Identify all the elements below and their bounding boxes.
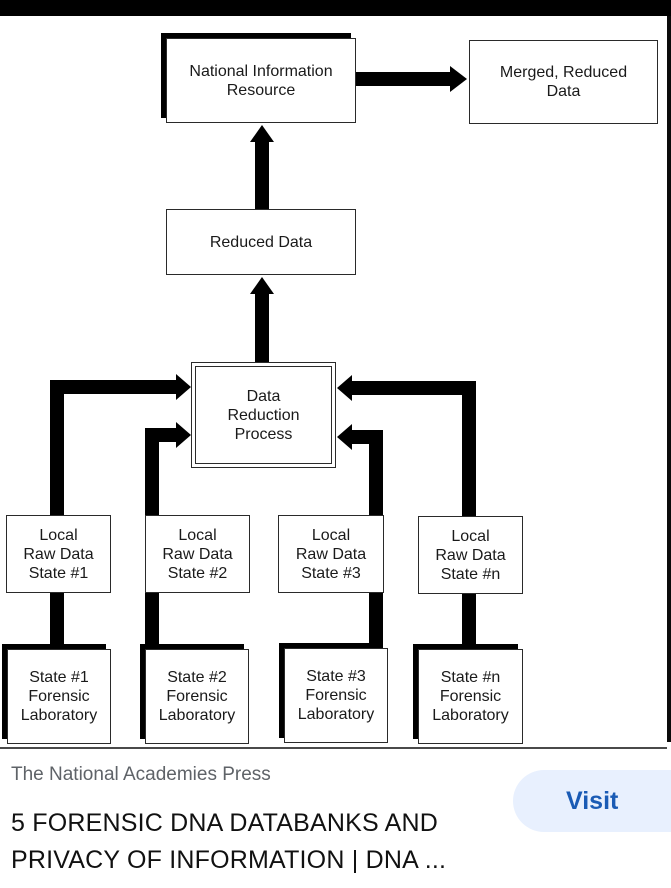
diagram-connectors bbox=[50, 66, 476, 646]
edge-lab3-to-local3 bbox=[369, 592, 383, 646]
image-bottom-border bbox=[0, 747, 667, 749]
node-label: Local Raw Data State #3 bbox=[295, 526, 367, 582]
edge-lab1-to-local1 bbox=[50, 592, 64, 646]
edge-national-to-merged bbox=[355, 66, 467, 92]
arrow-head bbox=[176, 374, 191, 400]
edge-lab2-to-local2 bbox=[145, 592, 159, 646]
arrow-head bbox=[250, 125, 274, 142]
arrow-head bbox=[176, 422, 191, 448]
edge-local2-to-process bbox=[145, 422, 191, 516]
node-forensic-lab-2: State #2 Forensic Laboratory bbox=[145, 649, 249, 744]
node-label: Local Raw Data State #2 bbox=[162, 526, 233, 582]
node-inner-border: Data Reduction Process bbox=[195, 366, 332, 464]
node-local-raw-data-2: Local Raw Data State #2 bbox=[145, 515, 250, 593]
node-forensic-lab-n: State #n Forensic Laboratory bbox=[418, 649, 523, 744]
node-label: Reduced Data bbox=[209, 233, 313, 251]
arrow-head bbox=[450, 66, 467, 92]
arrow-shaft bbox=[355, 72, 451, 86]
top-bar bbox=[0, 0, 671, 16]
node-national-information-resource: National Information Resource bbox=[166, 38, 356, 123]
edge-local3-to-process bbox=[337, 424, 383, 516]
node-label: Local Raw Data State #n bbox=[435, 527, 506, 583]
node-local-raw-data-3: Local Raw Data State #3 bbox=[278, 515, 384, 593]
node-label: National Information Resource bbox=[189, 62, 333, 99]
edge-process-to-reduced bbox=[250, 277, 274, 364]
node-local-raw-data-n: Local Raw Data State #n bbox=[418, 516, 523, 594]
node-forensic-lab-1: State #1 Forensic Laboratory bbox=[7, 649, 111, 744]
arrow-shaft bbox=[350, 381, 476, 395]
edge-local1-to-process bbox=[50, 374, 191, 516]
visit-button[interactable]: Visit bbox=[513, 770, 671, 832]
arrow-head bbox=[250, 277, 274, 294]
arrow-shaft bbox=[462, 381, 476, 517]
node-reduced-data: Reduced Data bbox=[166, 209, 356, 275]
result-title[interactable]: 5 FORENSIC DNA DATABANKS AND PRIVACY OF … bbox=[11, 809, 447, 874]
edge-labn-to-localn bbox=[462, 593, 476, 646]
arrow-shaft bbox=[350, 430, 383, 444]
arrow-shaft bbox=[50, 380, 64, 516]
node-label: State #n Forensic Laboratory bbox=[432, 669, 509, 724]
node-data-reduction-process: Data Reduction Process bbox=[191, 362, 336, 468]
node-merged-reduced-data: Merged, Reduced Data bbox=[469, 40, 658, 124]
image-edge bbox=[667, 16, 671, 742]
arrow-shaft bbox=[255, 292, 269, 364]
node-label: Data Reduction Process bbox=[227, 387, 300, 443]
arrow-shaft bbox=[255, 140, 269, 210]
node-label: Merged, Reduced Data bbox=[499, 64, 628, 100]
node-label: State #1 Forensic Laboratory bbox=[20, 669, 98, 724]
edge-localn-to-process bbox=[337, 375, 476, 517]
node-forensic-lab-3: State #3 Forensic Laboratory bbox=[284, 648, 388, 743]
node-label: Local Raw Data State #1 bbox=[23, 526, 94, 582]
node-local-raw-data-1: Local Raw Data State #1 bbox=[6, 515, 111, 593]
arrow-shaft bbox=[369, 430, 383, 516]
arrow-shaft bbox=[50, 380, 178, 394]
result-source[interactable]: The National Academies Press bbox=[11, 764, 271, 785]
arrow-shaft bbox=[145, 428, 159, 516]
arrow-head bbox=[337, 424, 352, 450]
node-label: State #2 Forensic Laboratory bbox=[158, 669, 236, 724]
node-label: State #3 Forensic Laboratory bbox=[297, 668, 375, 723]
arrow-shaft bbox=[145, 428, 178, 442]
edge-reduced-to-national bbox=[250, 125, 274, 210]
arrow-head bbox=[337, 375, 352, 401]
